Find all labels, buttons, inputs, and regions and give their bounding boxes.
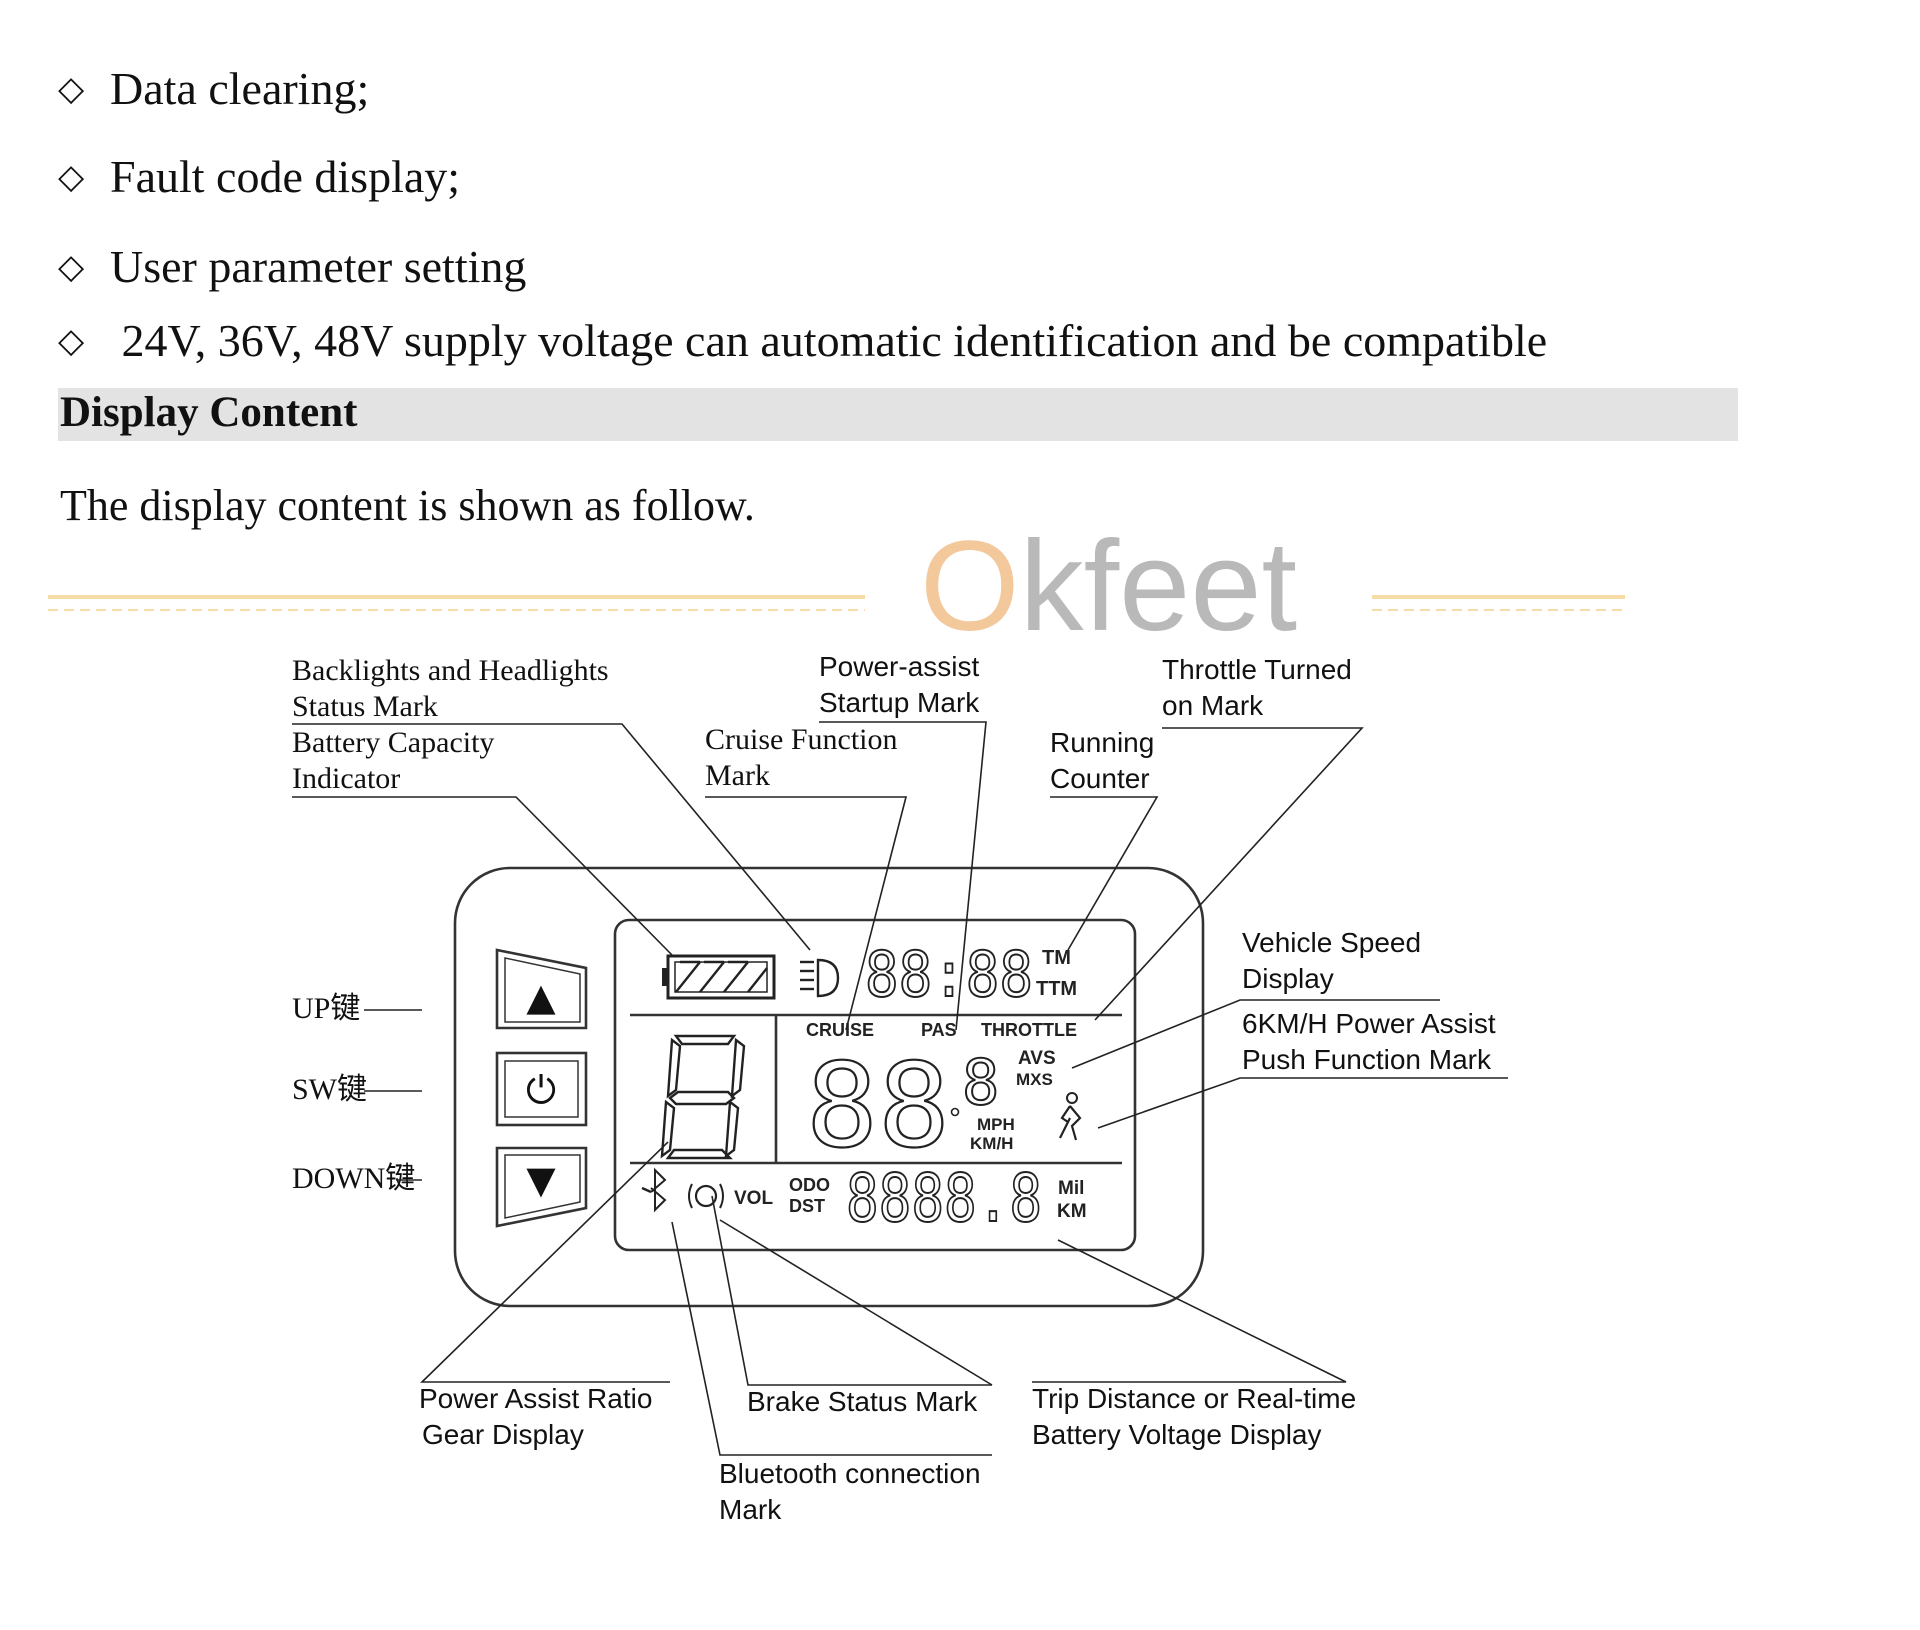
callout-bluetooth-line1: Bluetooth connection	[719, 1458, 981, 1489]
power-button[interactable]: ⏻	[495, 1051, 588, 1127]
callout-cruise-line2: Mark	[705, 759, 770, 792]
vol-mark: VOL	[734, 1188, 773, 1209]
callout-gear-line1: Power Assist Ratio	[419, 1383, 652, 1414]
power-icon: ⏻	[526, 1068, 556, 1112]
diamond-bullet-icon: ◇	[58, 321, 85, 361]
down-arrow-icon: ▼	[526, 1158, 556, 1202]
callout-throttle-line1: Throttle Turned	[1162, 654, 1352, 685]
battery-icon	[662, 954, 776, 1000]
odo-mark: ODO	[789, 1175, 830, 1195]
kmh-unit: KM/H	[970, 1134, 1013, 1153]
callout-power-assist-line2: Startup Mark	[819, 687, 980, 718]
pas-mark: PAS	[921, 1020, 957, 1040]
callout-bluetooth-line2: Mark	[719, 1494, 782, 1525]
callout-push-line2: Push Function Mark	[1242, 1044, 1492, 1075]
mil-unit: Mil	[1058, 1178, 1084, 1199]
diamond-bullet-icon: ◇	[58, 69, 85, 109]
cruise-mark: CRUISE	[806, 1020, 874, 1040]
odometer-display: 8888.8	[846, 1160, 1042, 1237]
bullet-item: ◇ 24V, 36V, 48V supply voltage can autom…	[58, 314, 1547, 367]
device-body	[453, 866, 1205, 1308]
callout-brake: Brake Status Mark	[747, 1386, 978, 1417]
up-button[interactable]: ▲	[495, 948, 588, 1030]
throttle-mark: THROTTLE	[981, 1020, 1077, 1040]
mph-unit: MPH	[977, 1115, 1015, 1134]
callout-speed-line1: Vehicle Speed	[1242, 927, 1421, 958]
callout-cruise-line1: Cruise Function	[705, 723, 898, 756]
callout-backlights-line1: Backlights and Headlights	[292, 654, 609, 687]
brake-icon	[688, 1183, 724, 1209]
bullet-text: User parameter setting	[110, 241, 527, 292]
gear-digit	[660, 1034, 746, 1160]
ttm-mark: TTM	[1036, 978, 1077, 1000]
mxs-mark: MXS	[1016, 1070, 1053, 1089]
callout-battery-line1: Battery Capacity	[292, 726, 494, 759]
section-heading: Display Content	[60, 389, 358, 436]
callout-running-line1: Running	[1050, 727, 1154, 758]
label-sw-key: SW键	[292, 1073, 367, 1106]
diamond-bullet-icon: ◇	[58, 247, 85, 287]
up-arrow-icon: ▲	[526, 975, 556, 1019]
bluetooth-icon	[641, 1167, 667, 1213]
label-up-key: UP键	[292, 992, 360, 1025]
callout-trip-line1: Trip Distance or Real-time	[1032, 1383, 1356, 1414]
bullet-text: 24V, 36V, 48V supply voltage can automat…	[110, 315, 1548, 366]
label-down-key: DOWN键	[292, 1162, 415, 1195]
bullet-item: ◇ Fault code display;	[58, 150, 460, 203]
callout-throttle-line2: on Mark	[1162, 690, 1264, 721]
callout-push-line1: 6KM/H Power Assist	[1242, 1008, 1496, 1039]
callout-trip-line2: Battery Voltage Display	[1032, 1419, 1322, 1450]
callout-power-assist-line1: Power-assist	[819, 651, 979, 682]
section-heading-bar	[58, 388, 1738, 441]
watermark-text: Okfeet	[920, 515, 1297, 658]
walk-assist-icon	[1059, 1092, 1082, 1141]
watermark-o: O	[920, 515, 1020, 658]
callout-speed-line2: Display	[1242, 963, 1334, 994]
km-unit: KM	[1057, 1201, 1087, 1222]
bullet-text: Fault code display;	[110, 151, 461, 202]
callout-running-line2: Counter	[1050, 763, 1150, 794]
bullet-item: ◇ Data clearing;	[58, 62, 369, 115]
callout-gear-line2: Gear Display	[422, 1419, 584, 1450]
bullet-text: Data clearing;	[110, 63, 370, 114]
diamond-bullet-icon: ◇	[58, 157, 85, 197]
down-button[interactable]: ▼	[495, 1146, 588, 1228]
callout-backlights-line2: Status Mark	[292, 690, 438, 723]
running-time-display: 88:88	[865, 938, 1033, 1011]
watermark: Okfeet	[48, 515, 1625, 658]
watermark-rest: kfeet	[1020, 515, 1298, 658]
speed-display: 88	[806, 1039, 950, 1174]
intro-paragraph: The display content is shown as follow.	[60, 481, 755, 530]
headlight-icon	[800, 958, 840, 998]
speed-decimal-digit: 8	[962, 1046, 999, 1119]
callout-battery-line2: Indicator	[292, 762, 400, 795]
avs-mark: AVS	[1018, 1048, 1056, 1069]
dst-mark: DST	[789, 1196, 825, 1216]
bullet-item: ◇ User parameter setting	[58, 240, 526, 293]
tm-mark: TM	[1042, 947, 1071, 969]
